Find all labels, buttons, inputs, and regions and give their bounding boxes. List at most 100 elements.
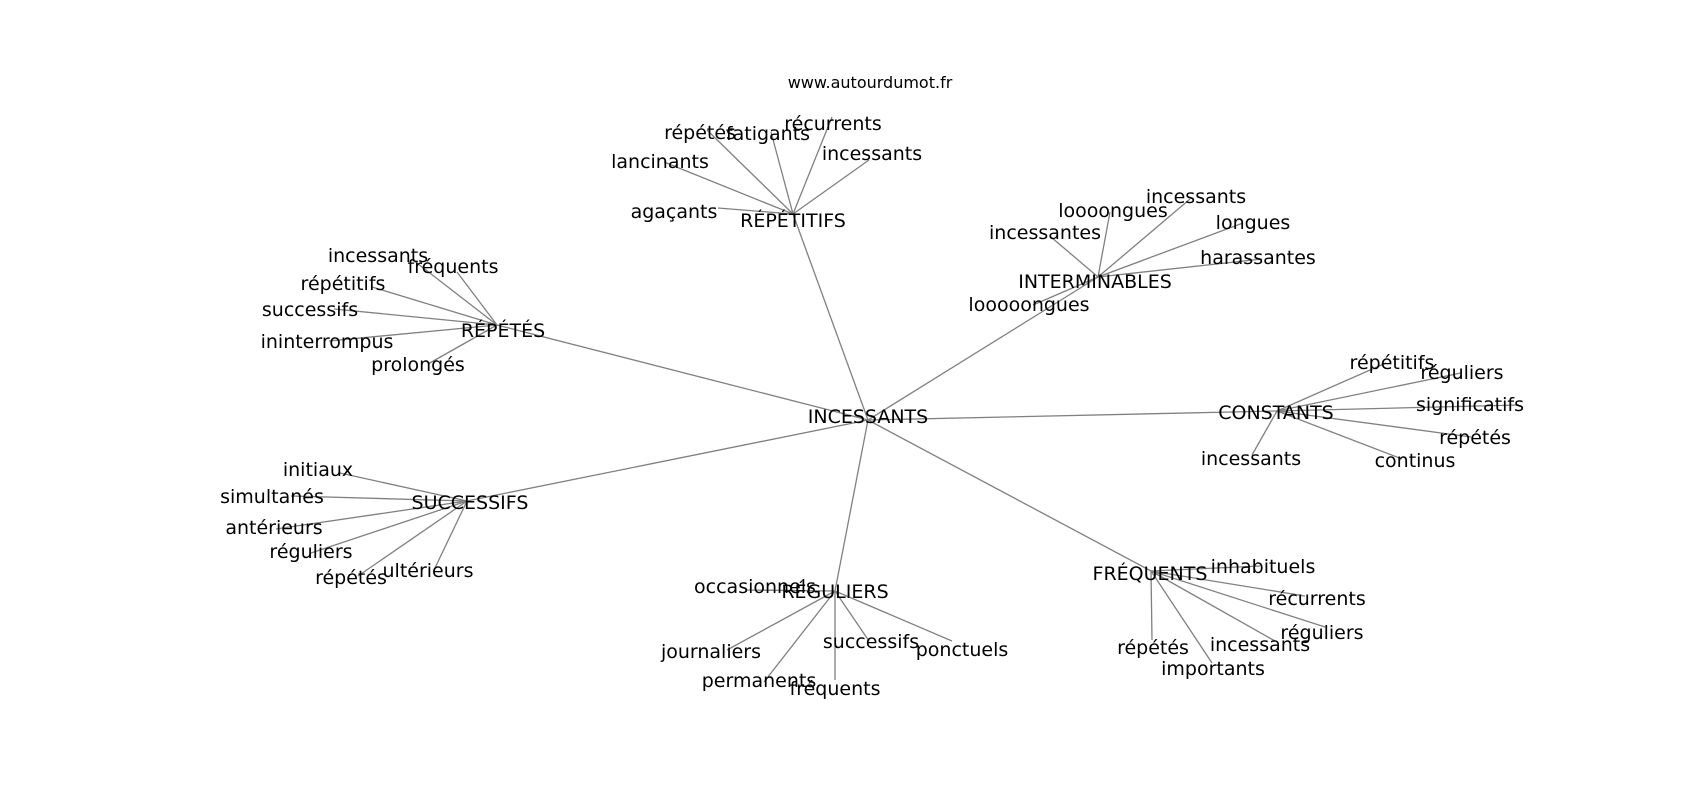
leaf-word: ultérieurs <box>383 560 474 582</box>
edge-hub-to-leaf <box>1150 570 1326 628</box>
leaf-word: réguliers <box>1280 622 1363 644</box>
edge-hub-to-leaf <box>1276 372 1462 412</box>
edge-hub-to-leaf <box>770 131 794 215</box>
edge-hub-to-leaf <box>1276 404 1520 412</box>
hub-word: INTERMINABLES <box>1018 271 1172 293</box>
leaf-word: importants <box>1161 658 1265 680</box>
edge-hub-to-leaf <box>706 129 794 215</box>
leaf-word: fréquents <box>790 678 881 700</box>
edge-hub-to-leaf <box>1251 410 1278 456</box>
leaf-word: répétitifs <box>301 273 386 295</box>
leaf-word: continus <box>1375 450 1456 472</box>
edge-hub-to-leaf <box>310 500 468 554</box>
leaf-word: ininterrompus <box>261 331 394 353</box>
leaf-word: lancinants <box>611 151 709 173</box>
edge-hub-to-leaf <box>1097 198 1191 278</box>
leaf-word: looooongues <box>968 294 1089 316</box>
leaf-word: agaçants <box>631 201 718 223</box>
edge-hub-to-leaf <box>1276 410 1403 460</box>
edge-hub-to-leaf <box>834 590 953 642</box>
edge-center-to-hub <box>867 410 1278 421</box>
edge-hub-to-leaf <box>328 324 498 342</box>
leaf-word: répétés <box>1117 637 1189 659</box>
leaf-word: incessants <box>822 143 922 165</box>
edge-center-to-hub <box>496 324 869 421</box>
hub-word: CONSTANTS <box>1218 402 1334 424</box>
edge-hub-to-leaf <box>1097 258 1263 278</box>
edges-layer <box>275 116 1520 683</box>
edge-hub-to-leaf <box>290 495 468 502</box>
edge-hub-to-leaf <box>726 590 836 651</box>
edge-center-to-hub <box>466 419 869 502</box>
source-url: www.autourdumot.fr <box>788 73 953 92</box>
hub-word: RÉPÉTÉS <box>461 319 545 342</box>
leaf-word: longues <box>1216 212 1291 234</box>
leaf-word: réguliers <box>1420 362 1503 384</box>
leaf-word: récurrents <box>1268 588 1366 610</box>
hub-word: SUCCESSIFS <box>412 492 529 514</box>
edge-center-to-hub <box>792 213 869 421</box>
leaf-word: permanents <box>702 670 817 692</box>
edge-center-to-hub <box>867 419 1152 572</box>
leaf-word: fréquents <box>408 256 499 278</box>
leaf-word: incessants <box>1146 186 1246 208</box>
leaf-word: significatifs <box>1416 394 1524 416</box>
leaf-word: initiaux <box>283 459 353 481</box>
leaf-word: répétés <box>315 567 387 589</box>
leaf-word: fatigants <box>726 123 810 145</box>
leaf-word: successifs <box>823 631 919 653</box>
hub-word: RÉPÉTITIFS <box>740 209 846 232</box>
leaf-word: répétés <box>664 122 736 144</box>
edge-hub-to-leaf <box>275 500 468 530</box>
edge-hub-to-leaf <box>1097 211 1111 278</box>
edge-hub-to-leaf <box>763 590 836 683</box>
edge-hub-to-leaf <box>792 116 833 215</box>
leaf-word: incessants <box>1201 448 1301 470</box>
edge-hub-to-leaf <box>371 286 498 326</box>
leaf-word: répétés <box>1439 427 1511 449</box>
edge-hub-to-leaf <box>1150 570 1306 597</box>
edge-hub-to-leaf <box>1150 570 1213 664</box>
leaf-word: répétitifs <box>1350 352 1435 374</box>
hub-word: FRÉQUENTS <box>1093 562 1208 585</box>
leaf-word: récurrents <box>784 113 882 135</box>
edge-hub-to-leaf <box>1050 236 1099 278</box>
leaf-word: ponctuels <box>916 639 1009 661</box>
leaf-word: prolongés <box>371 354 465 376</box>
leaf-word: incessantes <box>989 222 1101 244</box>
edge-hub-to-leaf <box>1150 570 1153 641</box>
edge-hub-to-leaf <box>1150 565 1261 572</box>
edge-hub-to-leaf <box>339 472 468 502</box>
edge-hub-to-leaf <box>357 500 468 577</box>
edge-center-to-hub <box>834 419 869 592</box>
leaf-word: loooongues <box>1058 200 1168 222</box>
edge-hub-to-leaf <box>456 271 498 326</box>
center-word: INCESSANTS <box>808 406 928 428</box>
leaf-word: successifs <box>262 299 358 321</box>
edge-hub-to-leaf <box>1276 362 1387 412</box>
edge-center-to-hub <box>867 276 1099 421</box>
leaf-word: journaliers <box>660 641 761 663</box>
edge-hub-to-leaf <box>717 207 794 215</box>
leaf-word: occasionnels <box>694 576 816 598</box>
leaf-word: réguliers <box>269 541 352 563</box>
edge-hub-to-leaf <box>1150 570 1276 642</box>
leaf-word: simultanés <box>220 486 324 508</box>
edge-hub-to-leaf <box>663 161 794 215</box>
edge-hub-to-leaf <box>412 259 498 326</box>
labels-layer: www.autourdumot.fr INCESSANTS agaçants la… <box>220 73 1524 700</box>
leaf-word: incessants <box>1210 634 1310 656</box>
hub-word: RÉGULIERS <box>781 580 888 603</box>
edge-hub-to-leaf <box>333 308 498 326</box>
edge-hub-to-leaf <box>1276 410 1472 438</box>
edge-hub-to-leaf <box>427 324 498 365</box>
edge-hub-to-leaf <box>433 500 468 571</box>
edge-hub-to-leaf <box>1032 276 1099 306</box>
leaf-word: antérieurs <box>225 517 322 539</box>
edge-hub-to-leaf <box>792 159 870 215</box>
edge-hub-to-leaf <box>744 589 836 592</box>
leaf-word: harassantes <box>1200 247 1316 269</box>
edge-hub-to-leaf <box>834 590 870 642</box>
leaf-word: inhabituels <box>1211 556 1316 578</box>
